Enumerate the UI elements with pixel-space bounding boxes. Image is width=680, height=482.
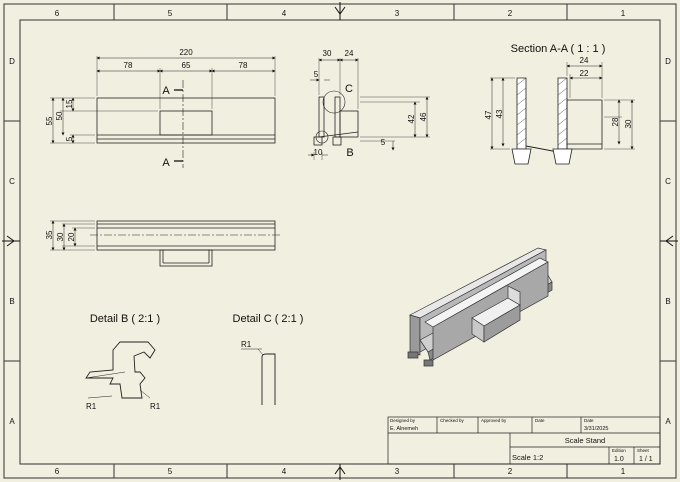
dim-30-section: 30: [624, 119, 633, 128]
dim-220: 220: [179, 48, 193, 57]
zone-ticks: [4, 4, 676, 478]
zone-col-bottom-3: 3: [395, 467, 400, 476]
zone-row-left-a: A: [9, 417, 15, 426]
dim-42-side: 42: [407, 114, 416, 123]
dim-20-front: 20: [67, 232, 76, 241]
dim-5-side-b: 5: [381, 138, 386, 147]
dim-30-front: 30: [56, 232, 65, 241]
side-view: [308, 58, 430, 160]
dim-78-left: 78: [124, 61, 133, 70]
date-label: Date: [535, 418, 545, 423]
section-mark-a-top: A: [162, 85, 170, 97]
dim-10-side: 10: [314, 148, 323, 157]
isometric-view: [407, 247, 553, 367]
checked-by-label: Checked by: [440, 418, 465, 423]
dim-15: 15: [65, 99, 74, 108]
zone-col-bottom-2: 2: [508, 467, 513, 476]
dim-22-section: 22: [580, 69, 589, 78]
detail-b-radius-left: R1: [86, 402, 97, 411]
zone-col-bottom-6: 6: [55, 467, 60, 476]
zone-row-left-b: B: [9, 297, 14, 306]
dim-43-section: 43: [495, 109, 504, 118]
title-block: [387, 416, 661, 465]
zone-col-top-2: 2: [508, 9, 513, 18]
dim-35-front: 35: [45, 230, 54, 239]
zone-col-top-1: 1: [621, 9, 626, 18]
dim-46-side: 46: [419, 112, 428, 121]
dim-28-section: 28: [611, 117, 620, 126]
top-view: [50, 56, 276, 168]
front-view: [50, 220, 282, 267]
drawing-scale: Scale 1:2: [512, 453, 543, 462]
edition-label: Edition: [612, 448, 626, 453]
date2-label: Date: [584, 418, 594, 423]
detail-b-title: Detail B ( 2:1 ): [90, 313, 160, 325]
detail-c-radius: R1: [241, 340, 252, 349]
dim-30-side: 30: [323, 49, 332, 58]
dim-50: 50: [55, 111, 64, 120]
dim-65: 65: [182, 61, 191, 70]
dim-24-side: 24: [345, 49, 354, 58]
section-view: [490, 62, 635, 165]
zone-col-top-6: 6: [55, 9, 60, 18]
zone-col-top-5: 5: [168, 9, 173, 18]
detail-b-view: [85, 341, 156, 399]
approved-by-label: Approved by: [481, 418, 507, 423]
zone-col-bottom-1: 1: [621, 467, 626, 476]
designed-by-value: E. Alnemeh: [390, 426, 418, 432]
sheet-label: Sheet: [637, 448, 650, 453]
zone-row-right-d: D: [665, 57, 671, 66]
dim-47-section: 47: [484, 110, 493, 119]
date-value: 3/31/2025: [584, 426, 608, 432]
dim-78-right: 78: [239, 61, 248, 70]
zone-col-bottom-4: 4: [282, 467, 287, 476]
zone-row-right-a: A: [665, 417, 671, 426]
drawing-title: Scale Stand: [565, 436, 605, 445]
dim-5: 5: [65, 136, 74, 141]
dim-24-section: 24: [580, 56, 589, 65]
section-mark-a-bottom: A: [162, 157, 170, 169]
edition-value: 1.0: [614, 456, 624, 463]
zone-row-left-d: D: [9, 57, 15, 66]
zone-row-right-b: B: [665, 297, 670, 306]
detail-c-marker: C: [345, 83, 353, 95]
sheet-value: 1 / 1: [639, 456, 653, 463]
detail-b-radius-right: R1: [150, 402, 161, 411]
zone-row-left-c: C: [9, 177, 15, 186]
zone-row-right-c: C: [665, 177, 671, 186]
section-aa-title: Section A-A ( 1 : 1 ): [511, 43, 606, 55]
detail-b-marker: B: [346, 147, 353, 159]
detail-c-view: [241, 348, 276, 405]
dim-55: 55: [45, 116, 54, 125]
zone-col-bottom-5: 5: [168, 467, 173, 476]
zone-col-top-4: 4: [282, 9, 287, 18]
dim-5-side: 5: [314, 70, 319, 79]
detail-c-title: Detail C ( 2:1 ): [233, 313, 304, 325]
zone-col-top-3: 3: [395, 9, 400, 18]
designed-by-label: Designed by: [390, 418, 416, 423]
